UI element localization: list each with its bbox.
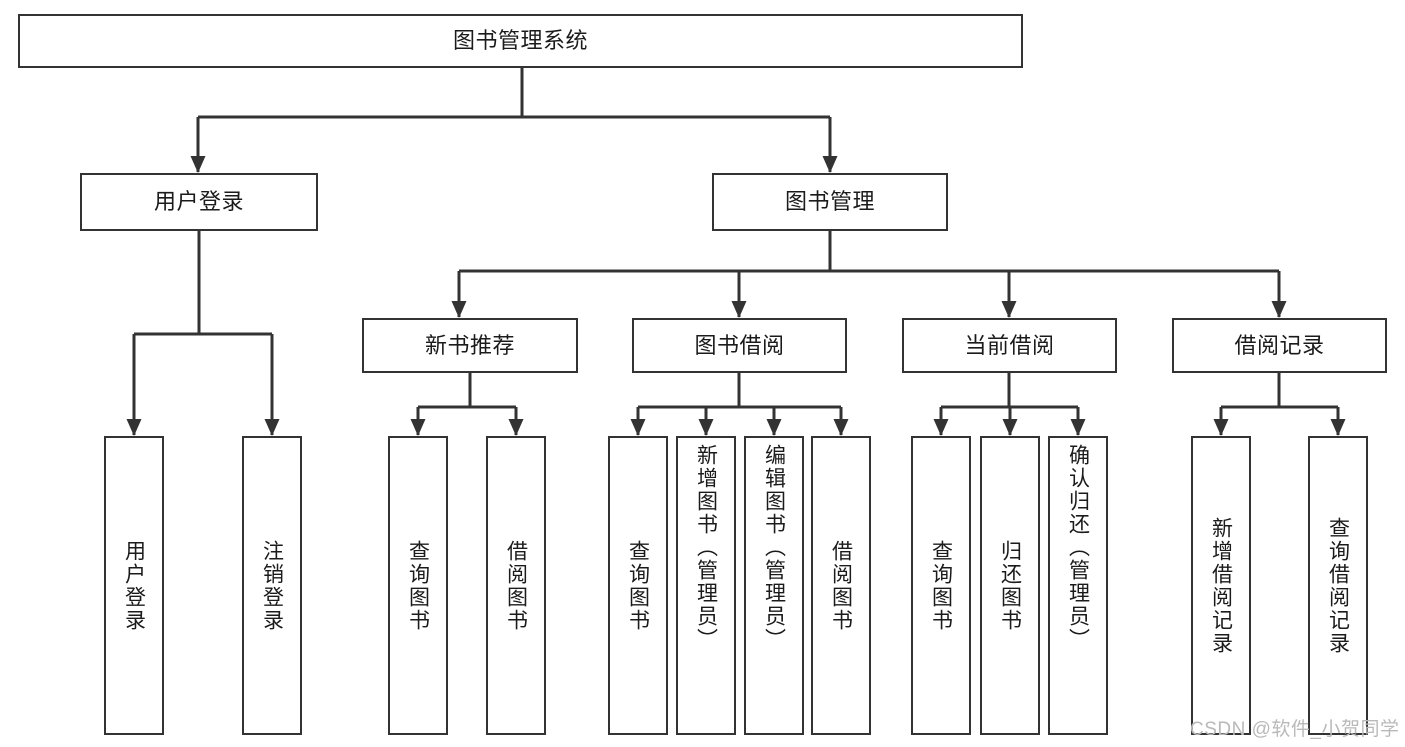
arrow-icon-new-book-rec-1 [508, 419, 524, 436]
watermark-text: CSDN @软件_小贺同学 [1190, 719, 1400, 740]
node-user-login[interactable]: 用户登录 [80, 173, 318, 231]
arrow-icon-book-manage-0 [451, 301, 467, 318]
node-label: 借阅记录 [1234, 332, 1325, 358]
node-leaf-confirm-return[interactable]: 确认归还（管理员） [1048, 436, 1108, 735]
node-leaf-borrow-book-2[interactable]: 借阅图书 [811, 436, 871, 735]
node-label: 图书管理 [784, 189, 875, 215]
node-leaf-query-book-3[interactable]: 查询图书 [911, 436, 971, 735]
node-label: 用户登录 [153, 189, 244, 215]
node-label: 确认归还（管理员） [1066, 444, 1090, 651]
arrow-icon-book-manage-3 [1271, 301, 1287, 318]
node-root[interactable]: 图书管理系统 [18, 14, 1023, 68]
node-book-manage[interactable]: 图书管理 [712, 173, 948, 231]
node-leaf-borrow-book-1[interactable]: 借阅图书 [486, 436, 546, 735]
node-label: 当前借阅 [964, 332, 1055, 358]
arrow-icon-new-book-rec-0 [410, 419, 426, 436]
arrow-icon-book-manage-2 [1001, 301, 1017, 318]
node-leaf-return-book[interactable]: 归还图书 [980, 436, 1040, 735]
node-label: 查询图书 [929, 539, 953, 632]
arrow-icon-user-login-0 [126, 419, 142, 436]
node-label: 借阅图书 [829, 539, 853, 632]
node-label: 借阅图书 [504, 539, 528, 632]
node-leaf-add-record[interactable]: 新增借阅记录 [1191, 436, 1251, 735]
arrow-icon-book-manage-1 [731, 301, 747, 318]
arrow-icon-current-borrow-0 [933, 419, 949, 436]
node-label: 图书管理系统 [452, 28, 588, 54]
node-label: 归还图书 [998, 539, 1022, 632]
arrow-icon-current-borrow-1 [1002, 419, 1018, 436]
arrow-icon-borrow-record-0 [1213, 419, 1229, 436]
arrow-icon-book-borrow-3 [833, 419, 849, 436]
node-label: 用户登录 [122, 539, 146, 632]
node-leaf-query-record[interactable]: 查询借阅记录 [1308, 436, 1368, 735]
node-label: 新书推荐 [424, 332, 515, 358]
node-label: 查询借阅记录 [1326, 516, 1350, 655]
node-leaf-query-book-2[interactable]: 查询图书 [608, 436, 668, 735]
node-label: 编辑图书（管理员） [762, 444, 786, 651]
arrow-icon-root-1 [822, 156, 838, 173]
node-label: 图书借阅 [694, 332, 785, 358]
node-leaf-user-login[interactable]: 用户登录 [104, 436, 164, 735]
arrow-icon-book-borrow-0 [630, 419, 646, 436]
arrow-icon-book-borrow-2 [766, 419, 782, 436]
node-leaf-logout[interactable]: 注销登录 [242, 436, 302, 735]
node-leaf-add-book[interactable]: 新增图书（管理员） [676, 436, 736, 735]
node-label: 新增借阅记录 [1209, 516, 1233, 655]
node-label: 新增图书（管理员） [694, 444, 718, 651]
arrow-icon-user-login-1 [264, 419, 280, 436]
arrow-icon-current-borrow-2 [1070, 419, 1086, 436]
arrow-icon-root-0 [190, 156, 206, 173]
arrow-icon-book-borrow-1 [698, 419, 714, 436]
node-label: 查询图书 [626, 539, 650, 632]
node-leaf-edit-book[interactable]: 编辑图书（管理员） [744, 436, 804, 735]
node-borrow-record[interactable]: 借阅记录 [1172, 318, 1387, 373]
node-book-borrow[interactable]: 图书借阅 [632, 318, 847, 373]
arrow-icon-borrow-record-1 [1330, 419, 1346, 436]
node-label: 注销登录 [260, 539, 284, 632]
node-label: 查询图书 [406, 539, 430, 632]
node-current-borrow[interactable]: 当前借阅 [902, 318, 1117, 373]
node-leaf-query-book-1[interactable]: 查询图书 [388, 436, 448, 735]
node-new-book-rec[interactable]: 新书推荐 [362, 318, 578, 373]
